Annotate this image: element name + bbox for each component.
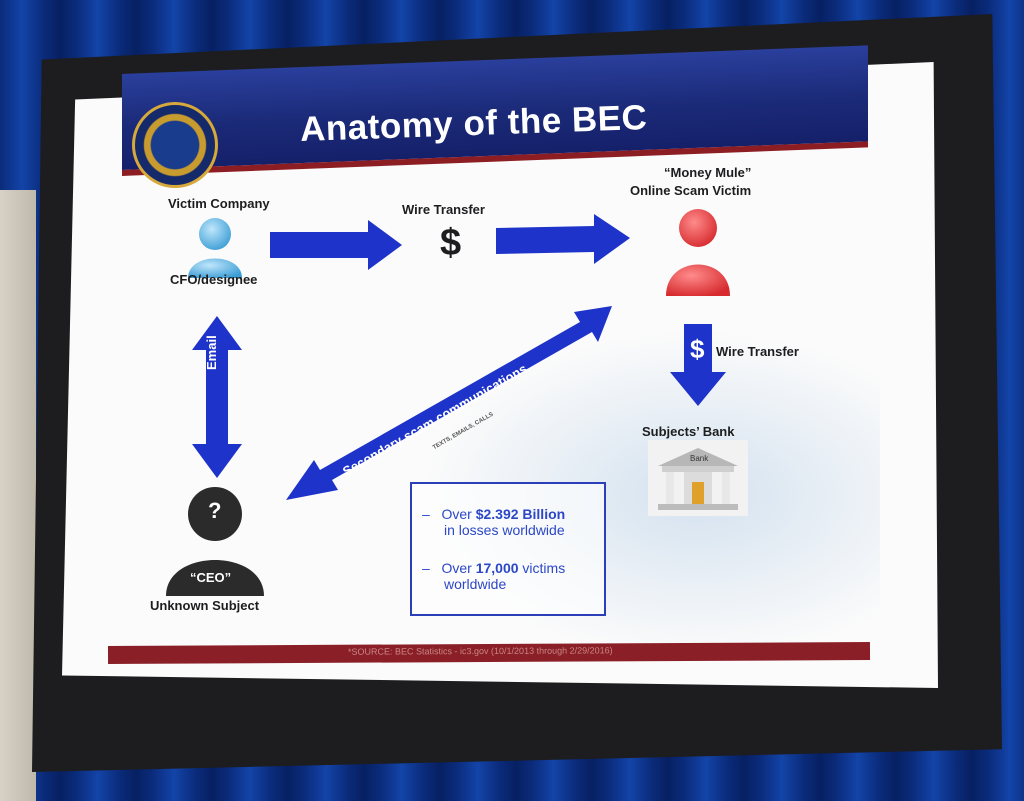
stat-losses-value: $2.392 Billion	[475, 506, 566, 522]
stat-victims-suffix: victims	[518, 560, 566, 576]
stat-victims: – Over 17,000 victims worldwide	[422, 560, 565, 592]
subjects-bank-label: Subjects’ Bank	[642, 424, 735, 439]
money-mule-label: “Money Mule”	[664, 165, 752, 180]
person-icon	[188, 218, 242, 278]
wire-transfer-right-label: Wire Transfer	[716, 344, 799, 359]
person-icon	[666, 209, 730, 296]
dollar-icon: $	[440, 222, 462, 264]
secondary-arrow	[286, 306, 612, 500]
stats-box: – Over $2.392 Billion in losses worldwid…	[410, 482, 606, 616]
dollar-icon: $	[690, 334, 705, 364]
email-label: Email	[204, 335, 219, 370]
wire-transfer-top-label: Wire Transfer	[402, 202, 485, 217]
stat-losses-suffix: in losses worldwide	[444, 522, 565, 538]
stat-prefix: Over	[441, 560, 476, 576]
stat-victims-value: 17,000	[475, 560, 519, 576]
stat-victims-suffix-2: worldwide	[444, 576, 507, 592]
ceo-label: “CEO”	[190, 570, 232, 585]
arrow-to-mule	[496, 214, 630, 264]
arrow-to-wire	[270, 220, 402, 270]
dash: –	[422, 560, 430, 576]
stat-losses: – Over $2.392 Billion in losses worldwid…	[422, 506, 565, 538]
arrow-to-bank	[670, 324, 726, 406]
bank-building-icon: Bank	[648, 440, 748, 516]
victim-company-label: Victim Company	[168, 196, 270, 211]
dash: –	[422, 506, 430, 522]
online-scam-victim-label: Online Scam Victim	[630, 183, 752, 198]
fbi-seal-icon	[132, 102, 218, 188]
stat-prefix: Over	[441, 506, 476, 522]
question-mark: ?	[208, 498, 222, 523]
wall	[0, 190, 36, 801]
anonymous-person-icon	[166, 487, 264, 596]
unknown-subject-label: Unknown Subject	[150, 598, 260, 613]
cfo-label: CFO/designee	[170, 272, 258, 287]
bank-sign: Bank	[690, 454, 709, 463]
source-text: *SOURCE: BEC Statistics - ic3.gov (10/1/…	[347, 645, 613, 657]
email-arrow	[192, 316, 242, 478]
